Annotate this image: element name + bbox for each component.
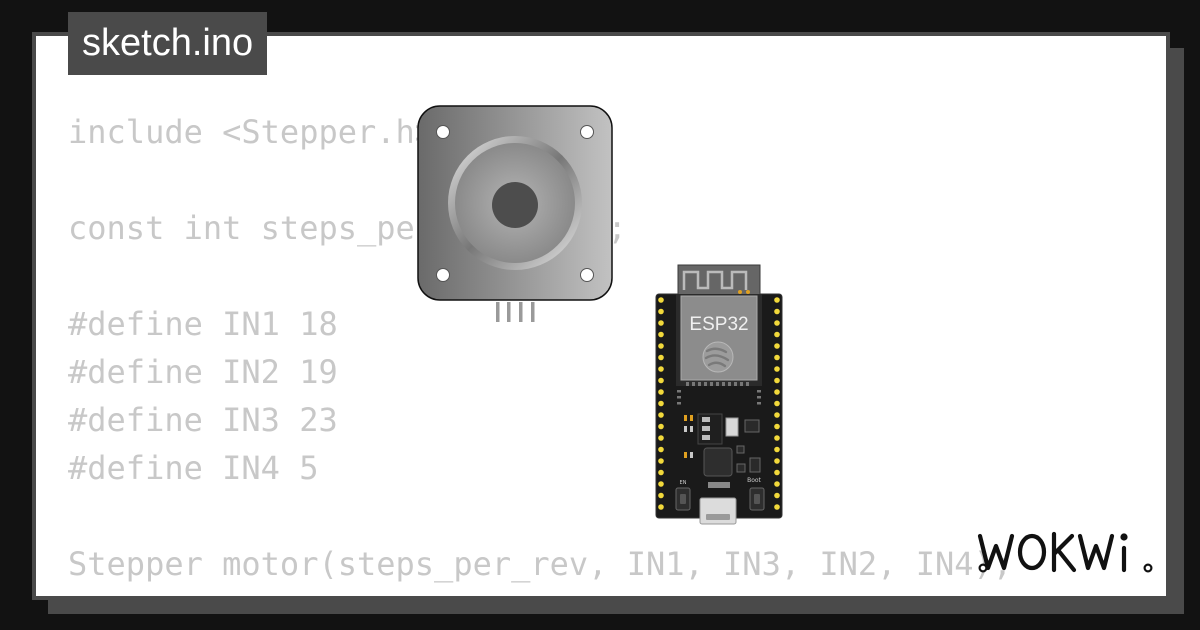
- logo-dot: [1120, 533, 1128, 541]
- motor-mount-hole: [580, 268, 594, 282]
- header-pin[interactable]: [658, 377, 664, 384]
- espressif-logo-icon: [702, 341, 734, 373]
- esp32-board[interactable]: ESP32 EN: [655, 264, 783, 525]
- code-line: #define IN1 18: [68, 305, 338, 343]
- header-pin[interactable]: [658, 412, 664, 418]
- header-pin[interactable]: [658, 458, 664, 464]
- header-pin[interactable]: [774, 504, 780, 510]
- board-label: ESP32: [689, 314, 748, 335]
- motor-wire: [507, 302, 511, 322]
- header-pin[interactable]: [658, 331, 664, 338]
- header-pin[interactable]: [658, 400, 664, 407]
- antenna-dot: [738, 290, 742, 294]
- motor-shaft: [492, 182, 538, 228]
- header-pin[interactable]: [774, 412, 780, 418]
- stepper-motor[interactable]: [417, 105, 613, 322]
- header-pin[interactable]: [658, 446, 664, 453]
- header-pin[interactable]: [774, 458, 780, 464]
- board-components: [684, 413, 761, 488]
- en-button[interactable]: EN: [675, 480, 691, 511]
- header-pin[interactable]: [774, 492, 780, 499]
- header-pin[interactable]: [658, 504, 664, 510]
- header-pin[interactable]: [774, 377, 780, 384]
- pin-header-right: [774, 297, 780, 510]
- header-pin[interactable]: [774, 320, 780, 326]
- file-tab[interactable]: sketch.ino: [68, 12, 268, 75]
- code-line: #define IN4 5: [68, 449, 319, 487]
- header-pin[interactable]: [774, 297, 780, 303]
- motor-mount-hole: [436, 268, 450, 282]
- header-pin[interactable]: [774, 446, 780, 453]
- header-pin[interactable]: [774, 354, 780, 361]
- motor-mount-hole: [436, 125, 450, 139]
- svg-text:Boot: Boot: [747, 477, 761, 484]
- header-pin[interactable]: [658, 320, 664, 326]
- header-pin[interactable]: [658, 389, 664, 395]
- header-pin[interactable]: [658, 423, 664, 430]
- module-pads: [677, 382, 761, 405]
- header-pin[interactable]: [658, 492, 664, 499]
- logo-dot: [978, 563, 988, 573]
- header-pin[interactable]: [774, 469, 780, 476]
- header-pin[interactable]: [774, 435, 780, 441]
- header-pin[interactable]: [658, 308, 664, 315]
- pin-header-left: [658, 297, 664, 510]
- motor-wire: [531, 302, 535, 322]
- header-pin[interactable]: [658, 366, 664, 372]
- header-pin[interactable]: [658, 297, 664, 303]
- header-pin[interactable]: [658, 343, 664, 349]
- header-pin[interactable]: [658, 354, 664, 361]
- header-pin[interactable]: [774, 423, 780, 430]
- motor-wire: [496, 302, 500, 322]
- code-line: #define IN2 19: [68, 353, 338, 391]
- header-pin[interactable]: [658, 481, 664, 487]
- code-line: include <Stepper.h>: [68, 113, 435, 151]
- boot-button[interactable]: Boot: [747, 477, 765, 511]
- header-pin[interactable]: [658, 435, 664, 441]
- motor-mount-hole: [580, 125, 594, 139]
- antenna-trace: [682, 270, 748, 290]
- header-pin[interactable]: [774, 308, 780, 315]
- header-pin[interactable]: [774, 389, 780, 395]
- header-pin[interactable]: [774, 331, 780, 338]
- logo-dot: [1143, 563, 1153, 573]
- header-pin[interactable]: [658, 469, 664, 476]
- header-pin[interactable]: [774, 400, 780, 407]
- motor-wire: [519, 302, 523, 322]
- svg-text:EN: EN: [680, 480, 687, 486]
- antenna-dot: [746, 290, 750, 294]
- code-line: Stepper motor(steps_per_rev, IN1, IN3, I…: [68, 545, 1013, 583]
- header-pin[interactable]: [774, 481, 780, 487]
- header-pin[interactable]: [774, 343, 780, 349]
- wokwi-logo: [977, 531, 1153, 573]
- header-pin[interactable]: [774, 366, 780, 372]
- usb-port: [699, 497, 737, 525]
- code-line: #define IN3 23: [68, 401, 338, 439]
